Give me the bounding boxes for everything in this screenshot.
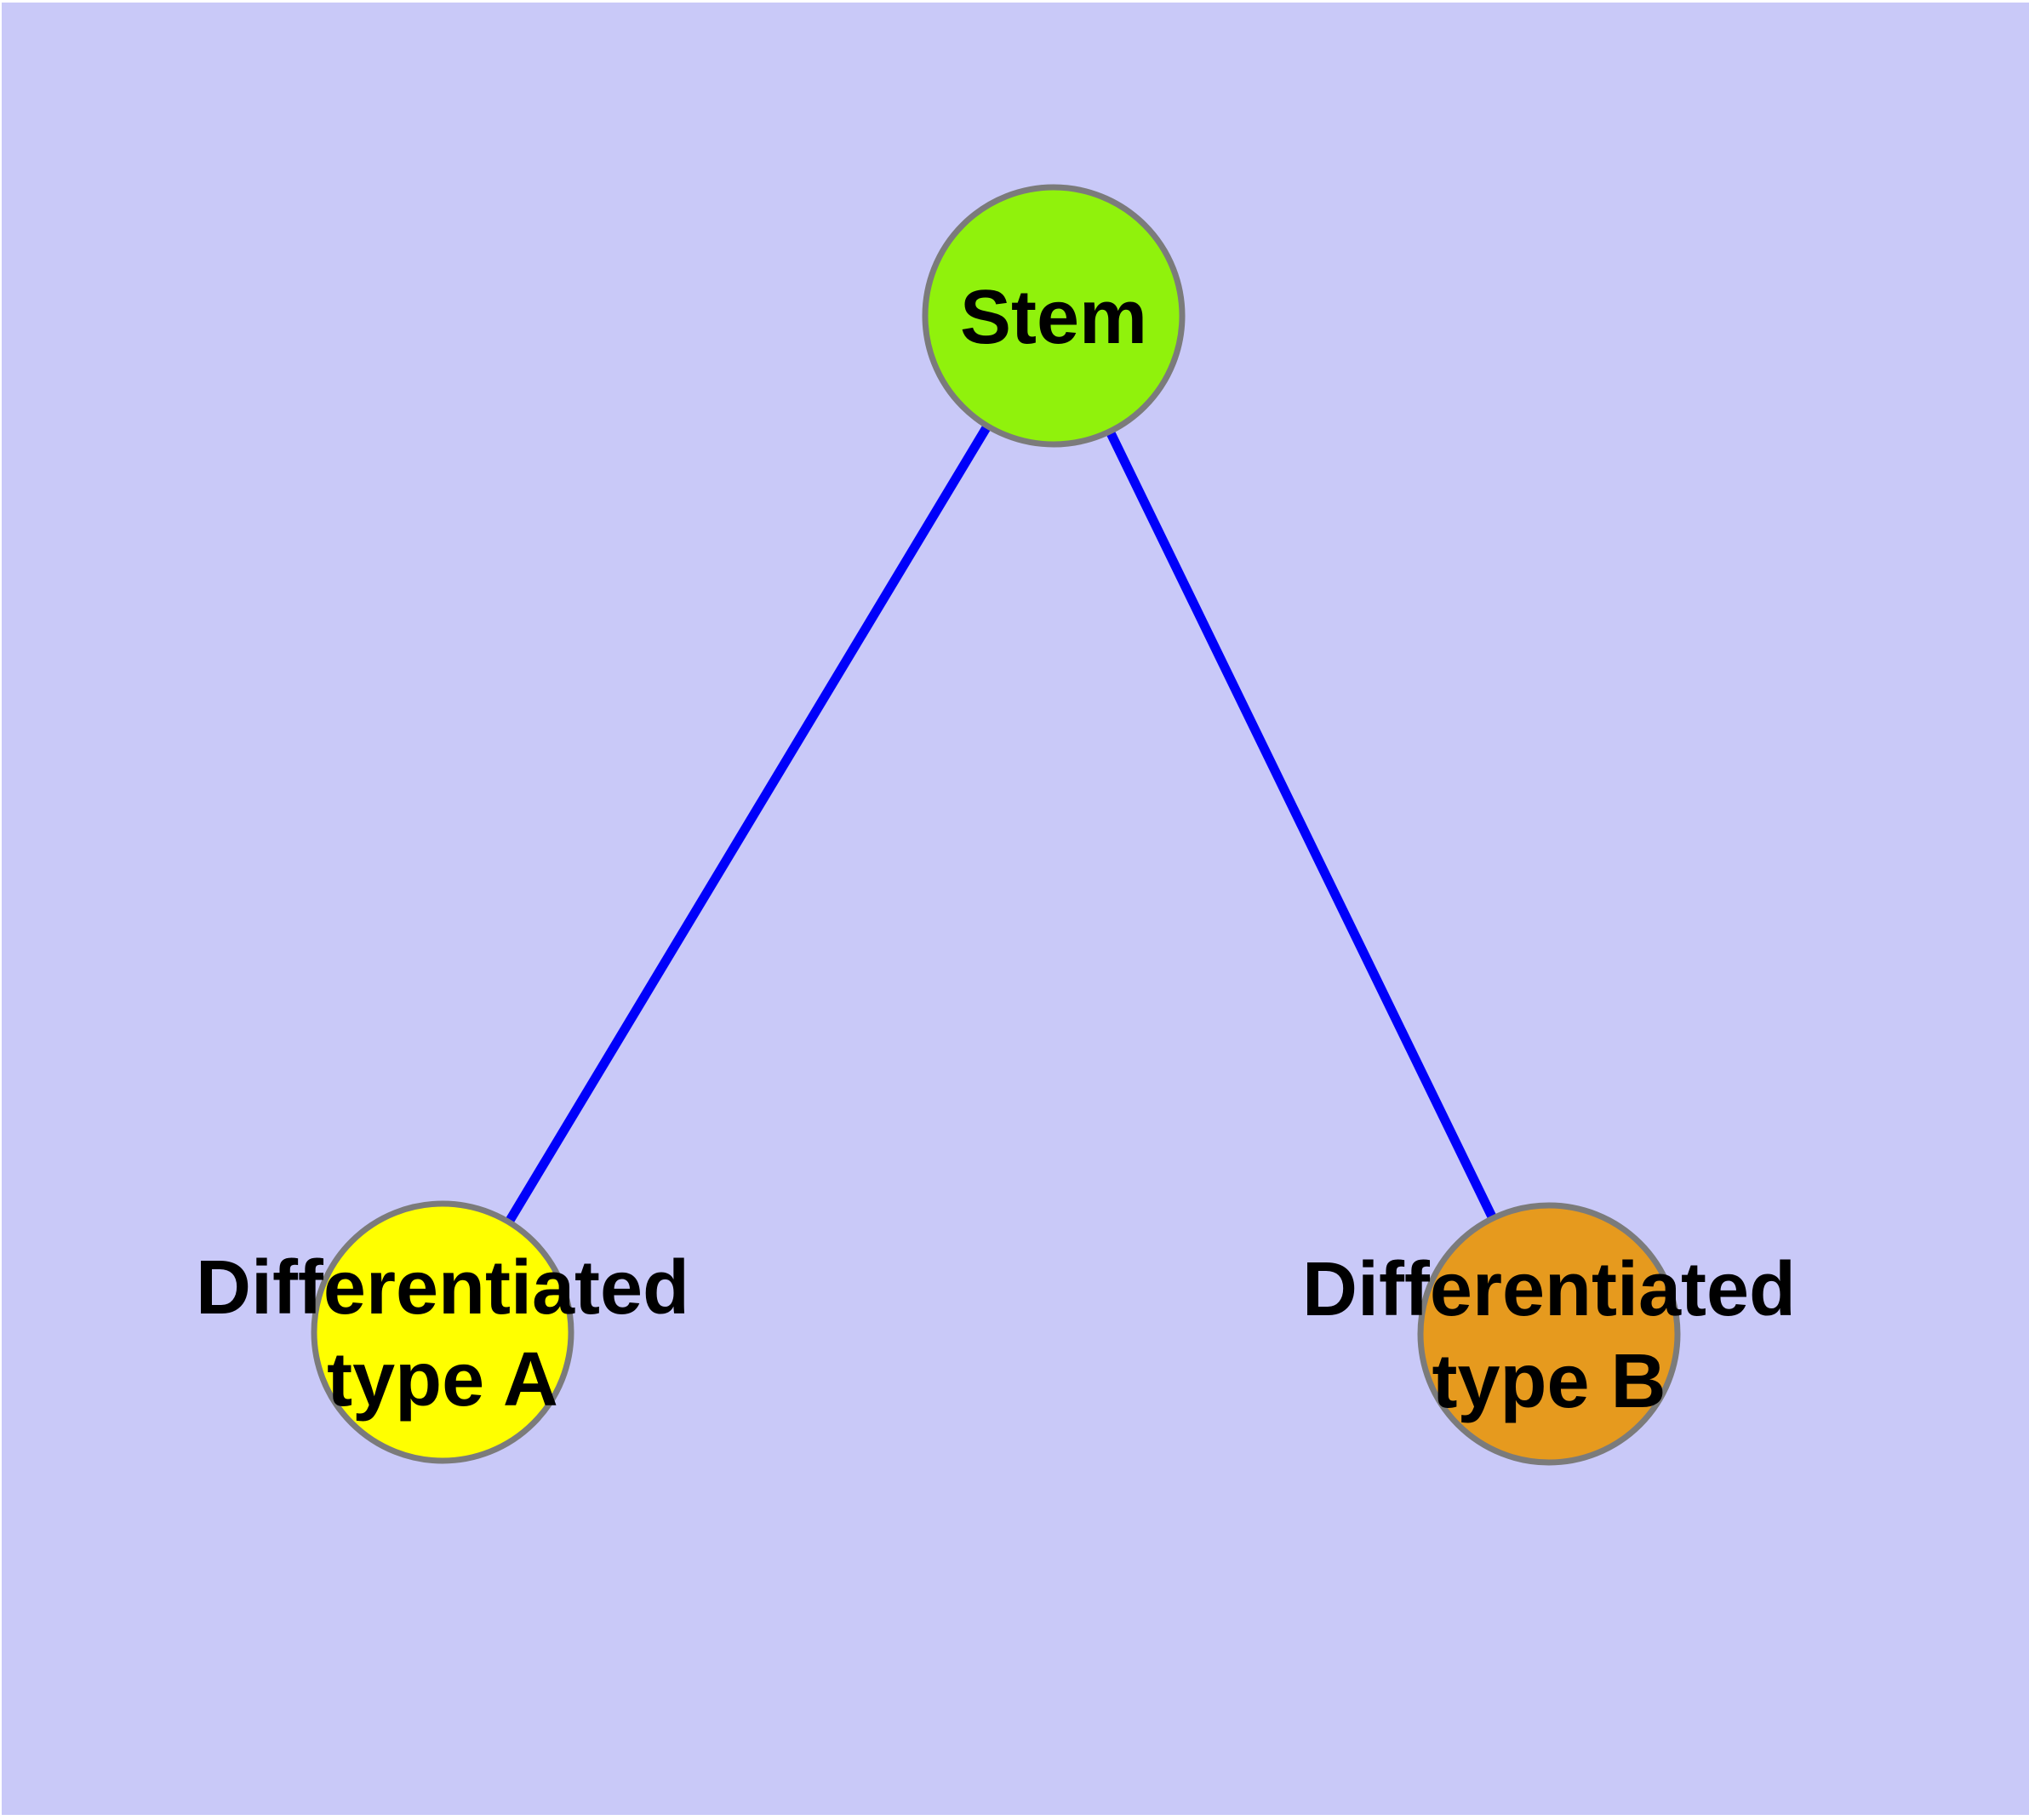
edge-stem-to-type-a	[438, 313, 1058, 1335]
node-differentiated-type-a-label-line1: Differentiated	[196, 1245, 689, 1331]
node-differentiated-type-a: Differentiated type A	[196, 1200, 689, 1464]
node-stem-label: Stem	[960, 275, 1147, 360]
node-differentiated-type-a-label-line2: type A	[327, 1337, 558, 1422]
node-differentiated-type-b-circle	[1417, 1202, 1681, 1466]
node-stem-circle	[922, 184, 1186, 448]
node-stem: Stem	[922, 184, 1186, 448]
edge-stem-to-type-b	[1049, 313, 1553, 1336]
node-differentiated-type-b-label-line2: type B	[1432, 1339, 1666, 1424]
node-differentiated-type-b: Differentiated type B	[1302, 1202, 1796, 1466]
node-differentiated-type-a-circle	[311, 1200, 574, 1464]
node-differentiated-type-b-label-line1: Differentiated	[1302, 1247, 1796, 1332]
